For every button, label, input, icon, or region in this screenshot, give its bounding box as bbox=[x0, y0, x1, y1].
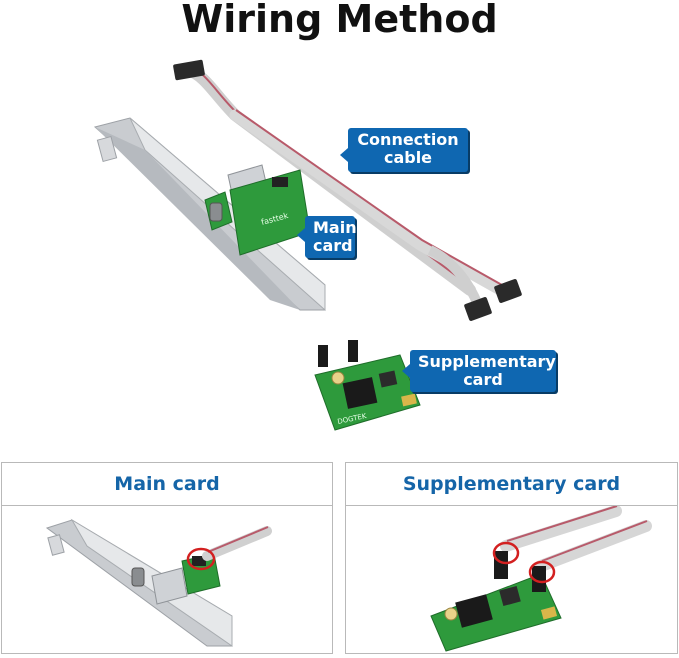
wiring-illustration: fasttek DOGTEK bbox=[93, 59, 522, 431]
supplementary-card: DOGTEK bbox=[314, 340, 421, 431]
main-card-panel: Main card bbox=[1, 462, 333, 654]
highlight-circle bbox=[528, 560, 556, 584]
main-card-panel-title: Main card bbox=[2, 463, 332, 506]
callout-supplementary-card-line1: Supplementary bbox=[418, 352, 556, 371]
callout-supplementary-card-line2: card bbox=[463, 370, 503, 389]
supplementary-card-panel: Supplementary card bbox=[345, 462, 678, 654]
callout-tail bbox=[402, 364, 410, 378]
highlight-circle bbox=[186, 547, 216, 571]
highlight-circle bbox=[492, 541, 520, 565]
main-card: fasttek bbox=[93, 117, 326, 312]
callout-tail bbox=[340, 148, 348, 162]
supplementary-card-detail-illustration bbox=[430, 506, 652, 652]
callout-connection-cable: Connection cable bbox=[340, 128, 468, 172]
page-title: Wiring Method bbox=[181, 0, 498, 41]
callout-connection-cable-line2: cable bbox=[383, 148, 433, 167]
callout-main-card: Main card bbox=[297, 216, 357, 258]
callout-supplementary-card: Supplementary card bbox=[402, 350, 556, 392]
callout-main-card-line2: card bbox=[313, 236, 353, 255]
callout-main-card-line1: Main bbox=[313, 218, 357, 237]
connection-cable bbox=[173, 59, 522, 321]
supplementary-card-panel-title: Supplementary card bbox=[346, 463, 677, 506]
callout-tail bbox=[297, 228, 305, 242]
callout-connection-cable-line1: Connection bbox=[357, 130, 459, 149]
main-card-detail-illustration bbox=[45, 518, 272, 647]
